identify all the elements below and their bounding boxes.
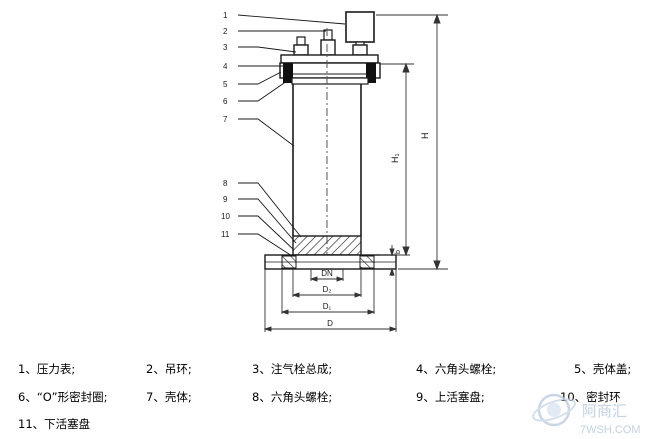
legend-text: 密封环	[586, 390, 621, 404]
legend-row-2: 6、“O”形密封圈; 7、壳体; 8、六角头螺栓; 9、上活塞盘; 10、密封环	[18, 389, 648, 417]
callout-leaders	[237, 14, 346, 257]
legend-num: 9、	[416, 390, 435, 404]
legend-item-5: 5、壳体盖;	[574, 361, 631, 377]
callout-4: 4	[223, 62, 228, 71]
legend-text: 六角头螺栓;	[270, 390, 333, 404]
legend-item-8: 8、六角头螺栓;	[252, 389, 332, 405]
callout-8: 8	[223, 179, 228, 188]
legend-item-6: 6、“O”形密封圈;	[18, 389, 107, 405]
watermark-url-text: 7WSH.COM	[580, 424, 641, 436]
dim-dn-label: DN	[321, 269, 333, 278]
watermark-logo: 阿商汇 7WSH.COM	[532, 393, 641, 436]
height-dimensions	[376, 13, 448, 276]
diameter-dimensions	[263, 269, 398, 332]
legend-num: 2、	[146, 362, 165, 376]
callout-7: 7	[223, 115, 228, 124]
legend-text: 壳体盖;	[592, 362, 632, 376]
callout-1: 1	[223, 11, 228, 20]
legend-num: 5、	[574, 362, 593, 376]
legend-item-1: 1、压力表;	[18, 361, 75, 377]
legend-item-9: 9、上活塞盘;	[416, 389, 485, 405]
legend-num: 6、	[18, 390, 37, 404]
legend-item-7: 7、壳体;	[146, 389, 192, 405]
dim-d2-label: D₂	[323, 285, 332, 294]
legend-text: 吊环;	[164, 362, 192, 376]
callout-numbers: 1 2 3 4 5 6 7 8 9 10 11	[221, 11, 230, 239]
dim-b-label: b	[395, 250, 402, 254]
callout-10: 10	[221, 212, 230, 221]
legend-row-1: 1、压力表; 2、吊环; 3、注气栓总成; 4、六角头螺栓; 5、壳体盖;	[18, 361, 648, 389]
legend-num: 7、	[146, 390, 165, 404]
callout-6: 6	[223, 97, 228, 106]
legend-num: 8、	[252, 390, 271, 404]
dim-d-label: D	[327, 319, 333, 328]
legend-item-3: 3、注气栓总成;	[252, 361, 332, 377]
callout-2: 2	[223, 27, 228, 36]
callout-9: 9	[223, 195, 228, 204]
legend-num: 11、	[18, 417, 45, 431]
legend-num: 1、	[18, 362, 37, 376]
air-valve-assembly	[320, 29, 336, 56]
legend-row-3: 11、下活塞盘	[18, 416, 648, 439]
dim-h-label: H	[420, 133, 430, 140]
legend-num: 4、	[416, 362, 435, 376]
callout-3: 3	[223, 43, 228, 52]
legend-item-11: 11、下活塞盘	[18, 416, 90, 432]
legend-item-4: 4、六角头螺栓;	[416, 361, 496, 377]
dim-d1-label: D₁	[323, 302, 332, 311]
legend-text: 上活塞盘;	[434, 390, 485, 404]
legend-text: 压力表;	[36, 362, 76, 376]
dim-h1-label: H₁	[390, 153, 400, 163]
shell-body	[292, 28, 362, 270]
legend-item-2: 2、吊环;	[146, 361, 192, 377]
legend-text: “O”形密封圈;	[36, 390, 108, 404]
legend-text: 注气栓总成;	[270, 362, 333, 376]
callout-5: 5	[223, 80, 228, 89]
shell-cover	[279, 54, 381, 85]
legend-text: 下活塞盘	[44, 417, 91, 431]
legend-num: 3、	[252, 362, 271, 376]
watermark-brand-text: 阿商汇	[582, 402, 627, 420]
callout-11: 11	[221, 230, 230, 239]
bottom-flange	[264, 254, 397, 270]
legend-text: 六角头螺栓;	[434, 362, 497, 376]
globe-logo-icon	[532, 393, 576, 427]
legend-text: 壳体;	[164, 390, 192, 404]
